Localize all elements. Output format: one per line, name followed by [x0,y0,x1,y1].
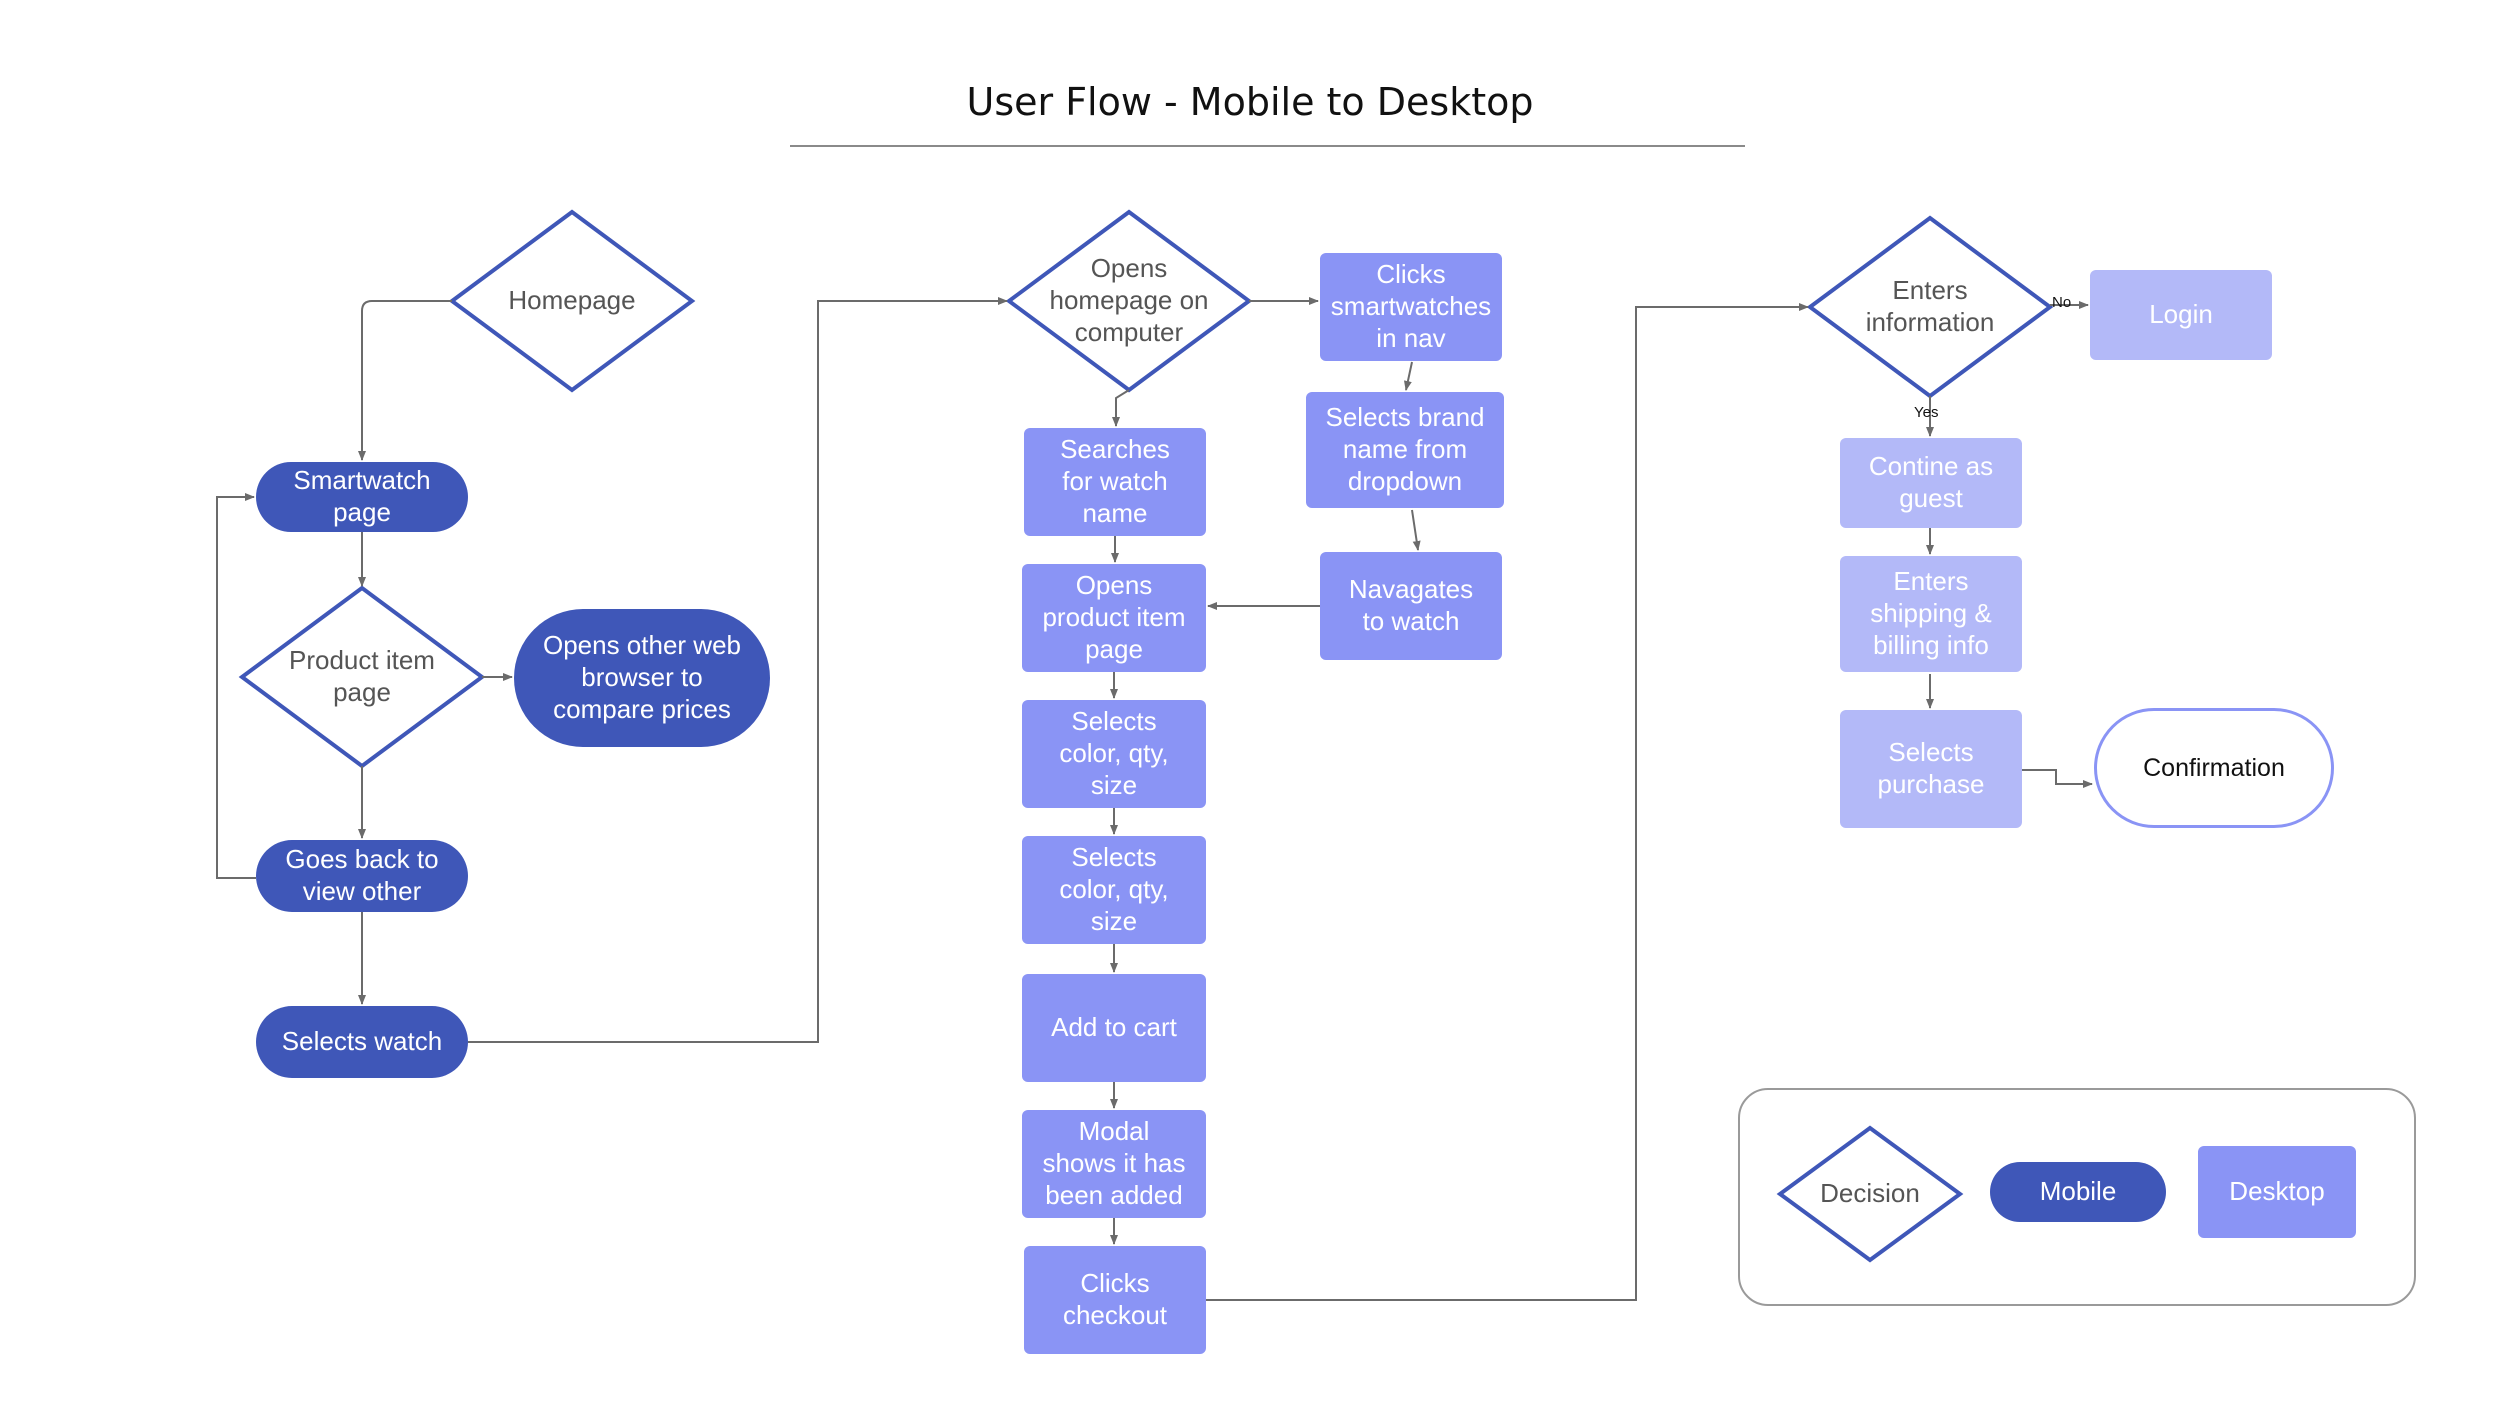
edge-label-yes: Yes [1914,404,1939,421]
node-navigates-to-watch[interactable]: Navagates to watch [1320,552,1502,660]
node-goes-back[interactable]: Goes back to view other [256,840,468,912]
node-opens-product-item[interactable]: Opens product item page [1022,564,1206,672]
node-enters-shipping[interactable]: Enters shipping & billing info [1840,556,2022,672]
legend-decision-shape [1776,1125,1964,1263]
decision-homepage[interactable]: Homepage [508,285,636,316]
page-title: User Flow - Mobile to Desktop [966,80,1534,124]
edge-selects-watch-to-desktop [468,297,1008,1043]
node-login[interactable]: Login [2090,270,2272,360]
decision-product-item[interactable]: Product item page [289,645,435,707]
edge-clicks-nav-to-brand [1403,361,1413,391]
decision-homepage-shape [448,209,696,393]
node-selects-purchase[interactable]: Selects purchase [1840,710,2022,828]
legend-desktop: Desktop [2198,1146,2356,1238]
node-clicks-checkout[interactable]: Clicks checkout [1024,1246,1206,1354]
edge-checkout-to-enters-info [1206,303,1809,1301]
legend-mobile: Mobile [1990,1162,2166,1222]
node-modal-added[interactable]: Modal shows it has been added [1022,1110,1206,1218]
title-underline [790,145,1745,147]
node-smartwatch-page[interactable]: Smartwatch page [256,462,468,532]
node-continue-guest[interactable]: Contine as guest [1840,438,2022,528]
node-clicks-smartwatches-nav[interactable]: Clicks smartwatches in nav [1320,253,1502,361]
edge-label-no: No [2052,294,2072,311]
legend-box [1738,1088,2416,1306]
node-selects-color-2[interactable]: Selects color, qty, size [1022,836,1206,944]
node-opens-other-browser[interactable]: Opens other web browser to compare price… [514,609,770,747]
node-add-to-cart[interactable]: Add to cart [1022,974,1206,1082]
node-searches-watch[interactable]: Searches for watch name [1024,428,1206,536]
node-confirmation[interactable]: Confirmation [2094,708,2334,828]
edge-opens-homepage-to-search [1112,389,1130,427]
edge-homepage-to-smartwatch [358,300,452,461]
decision-enters-information[interactable]: Enters information [1865,275,1995,337]
legend-decision: Decision [1820,1178,1920,1209]
node-selects-color-1[interactable]: Selects color, qty, size [1022,700,1206,808]
edge-goes-back-loop [216,493,256,879]
edge-purchase-to-confirmation [2022,769,2093,788]
node-selects-watch[interactable]: Selects watch [256,1006,468,1078]
decision-opens-homepage[interactable]: Opens homepage on computer [1049,253,1209,347]
node-selects-brand[interactable]: Selects brand name from dropdown [1306,392,1504,508]
edge-brand-to-navigates [1411,509,1421,551]
